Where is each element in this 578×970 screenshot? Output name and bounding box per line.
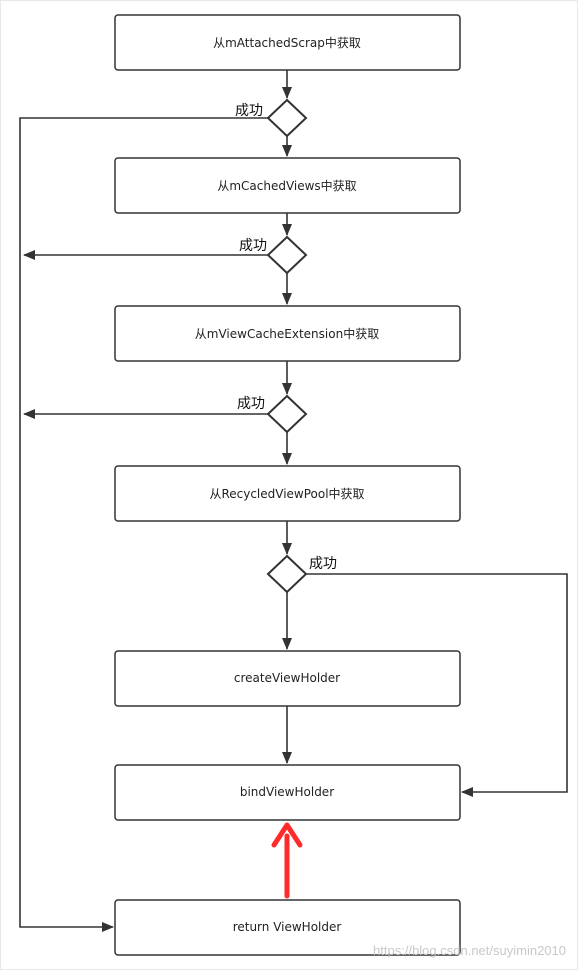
step-create-view-holder-label: createViewHolder [234,671,340,685]
step-cached-views: 从mCachedViews中获取 [114,157,461,214]
success-label-3: 成功 [237,396,265,412]
step-attached-scrap: 从mAttachedScrap中获取 [114,14,461,71]
step-create-view-holder: createViewHolder [114,650,461,707]
success-label-1: 成功 [235,103,263,119]
step-return-view-holder: return ViewHolder [114,899,461,956]
step-return-view-holder-label: return ViewHolder [233,920,342,934]
highlight-arrow [271,822,303,899]
step-cached-views-label: 从mCachedViews中获取 [217,178,356,193]
step-view-cache-extension: 从mViewCacheExtension中获取 [114,305,461,362]
success-path-left [19,117,268,932]
step-recycled-view-pool: 从RecycledViewPool中获取 [114,465,461,522]
decision-2 [266,235,308,275]
step-attached-scrap-label: 从mAttachedScrap中获取 [213,35,361,50]
watermark: https://blog.csdn.net/suyimin2010 [373,943,566,958]
step-bind-view-holder-label: bindViewHolder [240,785,334,799]
success-path-right [306,573,568,797]
success-label-2: 成功 [239,238,267,254]
decision-4 [266,554,308,594]
decision-1 [266,98,308,138]
step-view-cache-extension-label: 从mViewCacheExtension中获取 [195,326,379,341]
decision-3 [266,394,308,434]
step-bind-view-holder: bindViewHolder [114,764,461,821]
step-recycled-view-pool-label: 从RecycledViewPool中获取 [209,486,364,501]
success-label-4: 成功 [309,556,337,572]
